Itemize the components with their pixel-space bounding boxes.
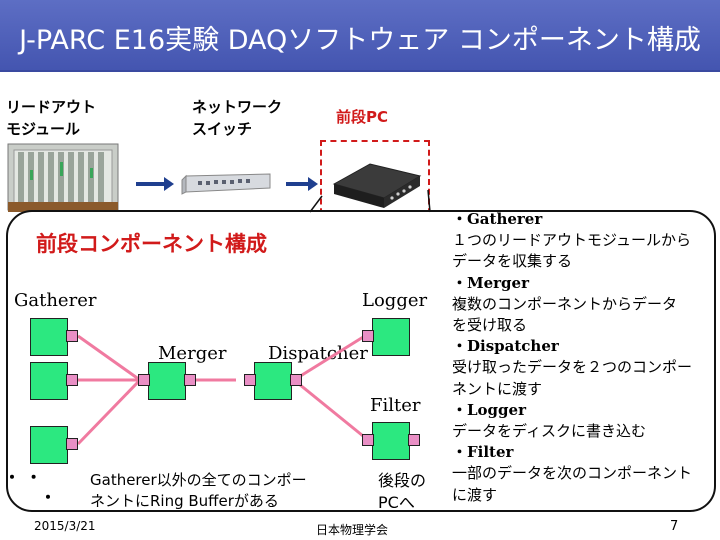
dispatcher-out-port: [290, 374, 302, 386]
merger-in-port: [138, 374, 150, 386]
footer-page-number: 7: [670, 519, 679, 534]
filter-in-port: [362, 434, 374, 446]
filter-node: [372, 422, 410, 460]
desc-merger-line1: 複数のコンポーネントからデータ: [452, 294, 678, 313]
merger-label: Merger: [158, 343, 227, 364]
footer-society: 日本物理学会: [316, 523, 389, 537]
desc-dispatcher-line1: 受け取ったデータを２つのコンポー: [452, 358, 693, 377]
desc-filter-line1: 一部のデータを次のコンポーネント: [452, 464, 693, 483]
readout-module-label-line2: モジュール: [6, 120, 80, 138]
desc-filter-head: ・Filter: [452, 443, 514, 462]
component-descriptions: ・Gatherer １つのリードアウトモジュールから データを収集する ・Mer…: [452, 209, 716, 506]
more-gatherers-dot: ・: [40, 488, 57, 507]
ring-buffer-note: Gatherer以外の全てのコンポー ネントにRing Bufferがある: [90, 470, 307, 512]
logger-node: [372, 318, 410, 356]
merger-out-port: [184, 374, 196, 386]
gatherer-label: Gatherer: [14, 290, 97, 311]
panel-title: 前段コンポーネント構成: [36, 232, 267, 256]
ring-buffer-note-line1: Gatherer以外の全てのコンポー: [90, 471, 307, 489]
gatherer-node-2: [30, 362, 68, 400]
filter-label: Filter: [370, 395, 421, 416]
arrow-module-to-switch: [136, 177, 174, 191]
frontend-pc-image: [332, 163, 422, 208]
dispatcher-node: [254, 362, 292, 400]
readout-module-label-line1: リードアウト: [6, 98, 97, 116]
readout-crate-image: [7, 143, 119, 212]
network-switch-label: ネットワーク スイッチ: [192, 96, 282, 140]
slide-title: J-PARC E16実験 DAQソフトウェア コンポーネント構成: [19, 25, 701, 56]
backend-pc-note: 後段の PCへ: [378, 470, 426, 514]
logger-in-port: [362, 330, 374, 342]
more-gatherers-dots: ・ ・: [4, 468, 42, 487]
network-switch-image: [181, 173, 271, 195]
logger-label: Logger: [362, 290, 428, 311]
desc-dispatcher-head: ・Dispatcher: [452, 337, 559, 356]
title-bar: J-PARC E16実験 DAQソフトウェア コンポーネント構成: [0, 0, 720, 72]
backend-pc-note-line2: PCへ: [378, 493, 415, 512]
gatherer-node-1: [30, 318, 68, 356]
gatherer-2-out-port: [66, 374, 78, 386]
desc-filter-line2: に渡す: [452, 485, 498, 504]
desc-logger-line1: データをディスクに書き込む: [452, 422, 646, 441]
gatherer-1-out-port: [66, 330, 78, 342]
desc-gatherer-line2: データを収集する: [452, 252, 573, 271]
desc-dispatcher-line2: ネントに渡す: [452, 379, 543, 398]
gatherer-node-3: [30, 426, 68, 464]
merger-node: [148, 362, 186, 400]
backend-pc-note-line1: 後段の: [378, 471, 427, 490]
desc-gatherer-line1: １つのリードアウトモジュールから: [452, 231, 691, 250]
desc-logger-head: ・Logger: [452, 400, 526, 419]
network-switch-label-line2: スイッチ: [192, 120, 253, 138]
dispatcher-in-port: [244, 374, 256, 386]
gatherer-3-out-port: [66, 438, 78, 450]
ring-buffer-note-line2: ネントにRing Bufferがある: [90, 492, 279, 510]
readout-module-label: リードアウト モジュール: [6, 96, 96, 140]
arrow-switch-to-pc: [286, 177, 318, 191]
desc-gatherer-head: ・Gatherer: [452, 210, 543, 228]
desc-merger-line2: を受け取る: [452, 316, 528, 335]
filter-out-port: [408, 434, 420, 446]
network-switch-label-line1: ネットワーク: [192, 98, 283, 116]
desc-merger-head: ・Merger: [452, 273, 529, 292]
frontend-pc-label: 前段PC: [336, 108, 389, 126]
footer-date: 2015/3/21: [34, 519, 96, 533]
component-panel: [6, 210, 716, 512]
